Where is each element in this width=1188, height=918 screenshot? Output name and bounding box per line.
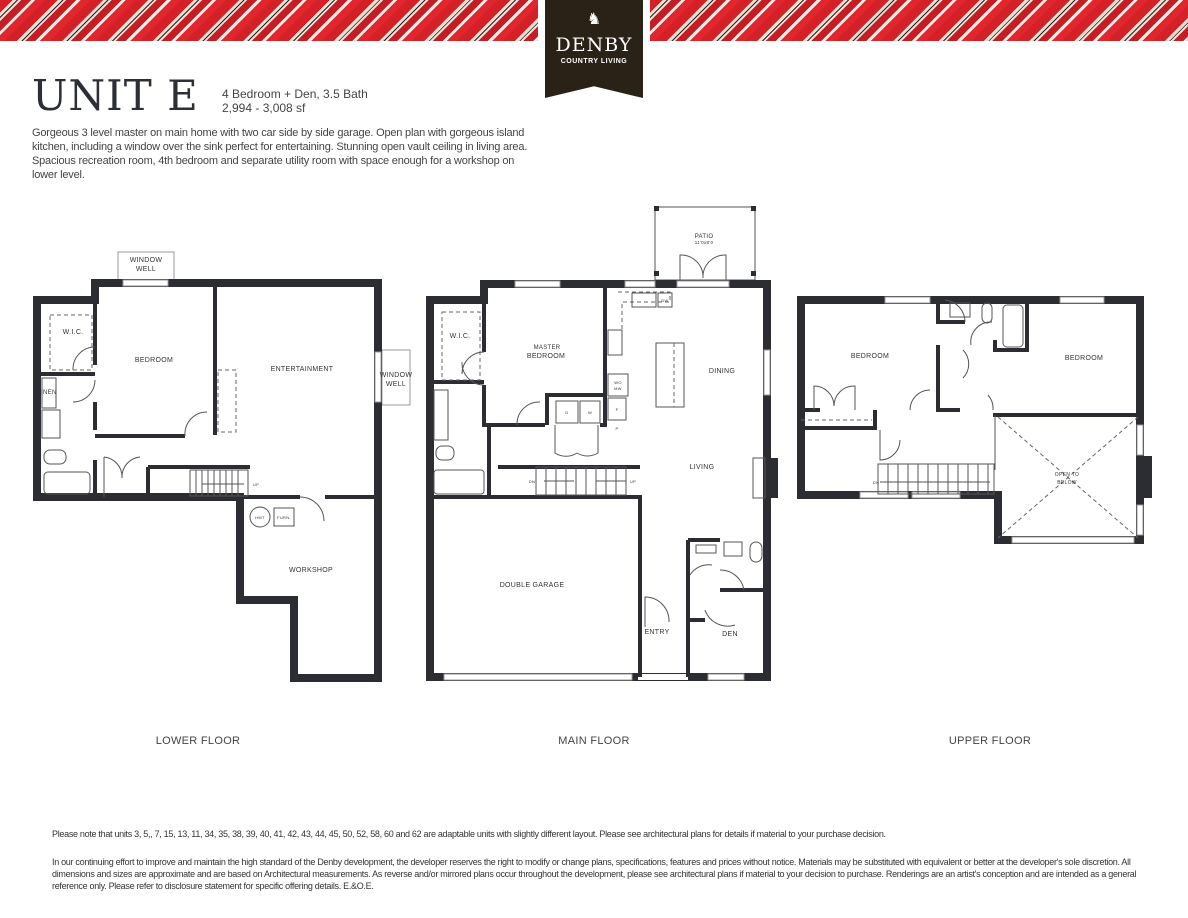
main-stairs [535,466,627,496]
room-living: LIVING [690,464,715,471]
room-patio: PATIO [695,234,714,240]
logo-tagline: COUNTRY LIVING [560,58,628,65]
patio-size: 11'0x8'0 [695,240,714,245]
unit-description: Gorgeous 3 level master on main home wit… [32,127,528,181]
furnace-label: FURN. [277,515,291,520]
room-wic: W.I.C. [63,329,84,336]
decorative-plaid-banner-right [650,0,1188,41]
stair-dn-label: DN [529,479,535,484]
lower-stairs [189,469,249,497]
fridge-label: F [616,407,619,412]
denby-logo: ♞ DENBY COUNTRY LIVING [545,0,643,98]
window-well-top [117,251,175,281]
hwt-label: HWT [255,515,265,520]
room-linen: LINEN [37,390,56,396]
room-double-garage: DOUBLE GARAGE [500,582,565,589]
page-title: UNIT E [32,71,199,120]
window-well-right [381,349,411,406]
bed-bath-spec: 4 Bedroom + Den, 3.5 Bath [222,87,368,101]
microwave-label: MW [614,386,622,391]
unit-specs: 4 Bedroom + Den, 3.5 Bath 2,994 - 3,008 … [222,87,368,115]
room-bedroom-right: BEDROOM [1065,355,1103,362]
window-well-right-label: WINDOW [380,372,413,379]
main-floor-plan: PATIO 11'0x8'0 W.I.C. MASTER BEDROOM DIN… [426,206,778,747]
window-well-right-label-2: WELL [386,381,406,388]
main-floor-label: MAIN FLOOR [558,735,629,747]
stair-dn-label: DN [873,480,879,485]
open-to-below-2: BELOW [1057,480,1077,486]
room-bedroom-left: BEDROOM [851,353,889,360]
room-entry: ENTRY [644,629,669,636]
lower-floor-label: LOWER FLOOR [156,735,241,747]
dryer-label: D [565,410,568,415]
dishwasher-label: DW [661,298,668,303]
room-entertainment: ENTERTAINMENT [271,366,334,373]
room-bedroom: BEDROOM [135,357,173,364]
upper-floor-plan: BEDROOM BEDROOM OPEN TO BELOW DN UPPER F… [797,296,1152,747]
window-well-label-2: WELL [136,266,156,273]
room-dining: DINING [709,368,735,375]
washer-label: W [588,410,592,415]
room-main-wic: W.I.C. [450,333,471,340]
upper-outer-walls [797,296,1144,544]
room-workshop: WORKSHOP [289,567,333,574]
wall-oven-label: WO [614,380,622,385]
window-well-label: WINDOW [130,257,163,264]
lower-floor-plan: WINDOW WELL WINDOW WELL W.I.C. BEDROOM E… [33,251,413,747]
lower-outer-walls [33,279,382,682]
stair-up-label: UP [253,482,259,487]
upper-stairs [877,463,995,495]
logo-name: DENBY [555,34,633,56]
legal-disclaimer: In our continuing effort to improve and … [52,857,1137,891]
adaptable-units-note: Please note that units 3, 5,, 7, 15, 13,… [52,829,886,839]
upper-floor-label: UPPER FLOOR [949,735,1031,747]
room-master-1: MASTER [534,345,561,351]
room-master-2: BEDROOM [527,353,565,360]
pantry-label: P [616,426,619,431]
open-to-below-1: OPEN TO [1055,472,1079,478]
room-den: DEN [722,631,738,638]
stair-up-label: UP [630,479,636,484]
decorative-plaid-banner-left [0,0,538,41]
horse-head-icon: ♞ [586,11,602,28]
area-spec: 2,994 - 3,008 sf [222,101,306,115]
